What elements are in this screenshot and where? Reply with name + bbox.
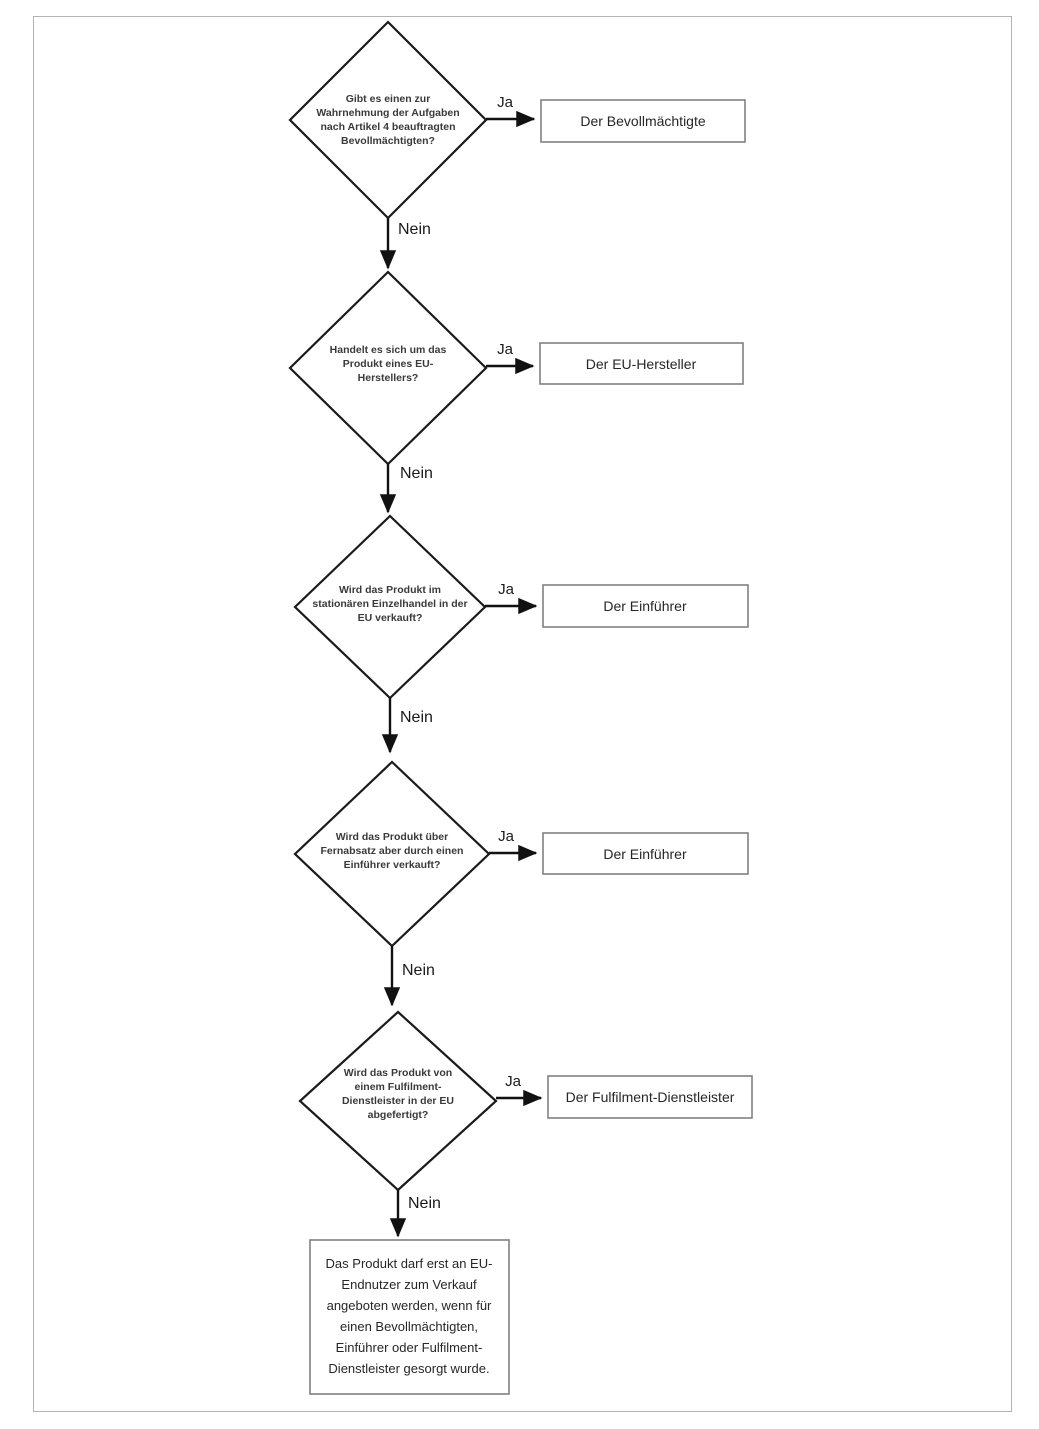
result-2-box [539,342,744,385]
node-result-2[interactable]: Der EU-Hersteller [539,342,744,385]
decision-5-line-4: abgefertigt? [368,1109,429,1121]
edge-label-no-3: Nein [400,709,433,726]
edge-decision-3-yes: Ja [485,581,538,615]
edge-decision-3-no: Nein [381,698,433,754]
edge-label-no-4: Nein [402,962,435,979]
terminal-1-line-6: Dienstleister gesorgt wurde. [328,1361,489,1376]
decision-3-line-3: EU verkauft? [358,612,423,624]
edge-decision-2-yes: Ja [486,341,535,375]
terminal-1-box [309,1239,510,1395]
decision-1-diamond [288,20,488,220]
decision-5-line-1: Wird das Produkt von [344,1067,452,1079]
result-5-box [547,1075,753,1119]
edge-label-no-2: Nein [400,465,433,482]
decision-1-line-4: Bevollmächtigten? [341,135,435,147]
decision-2-line-1: Handelt es sich um das [330,344,447,356]
decision-2-line-3: Herstellers? [358,372,419,384]
node-decision-4[interactable]: Wird das Produkt über Fernabsatz aber du… [293,760,491,948]
edge-label-yes-4: Ja [498,828,515,845]
edge-decision-4-yes: Ja [489,828,538,862]
decision-5-line-2: einem Fulfilment- [355,1081,442,1093]
result-1-label: Der Bevollmächtigte [580,113,705,129]
node-terminal-1[interactable]: Das Produkt darf erst an EU- Endnutzer z… [309,1239,510,1395]
node-result-5[interactable]: Der Fulfilment-Dienstleister [547,1075,753,1119]
node-result-4[interactable]: Der Einführer [542,832,749,875]
terminal-1-line-5: Einführer oder Fulfilment- [336,1340,483,1355]
edge-label-yes-5: Ja [505,1073,522,1090]
decision-5-line-3: Dienstleister in der EU [342,1095,454,1107]
edge-label-yes-2: Ja [497,341,514,358]
result-2-label: Der EU-Hersteller [586,356,697,372]
edge-label-yes-3: Ja [498,581,515,598]
terminal-1-line-3: angeboten werden, wenn für [327,1298,492,1313]
result-3-label: Der Einführer [603,598,687,614]
edge-decision-1-yes: Ja [486,94,536,128]
edge-decision-2-no: Nein [379,464,433,514]
edge-decision-5-yes: Ja [496,1073,543,1107]
decision-1-line-2: Wahrnehmung der Aufgaben [316,107,459,119]
decision-4-line-1: Wird das Produkt über [336,831,449,843]
node-result-1[interactable]: Der Bevollmächtigte [540,99,746,143]
decision-1-line-1: Gibt es einen zur [346,93,431,105]
decision-4-line-2: Fernabsatz aber durch einen [321,845,464,857]
result-3-box [542,584,749,628]
page-border-frame [33,16,1012,1412]
edge-decision-5-no: Nein [389,1190,441,1238]
node-result-3[interactable]: Der Einführer [542,584,749,628]
terminal-1-line-2: Endnutzer zum Verkauf [341,1277,477,1292]
node-decision-1[interactable]: Gibt es einen zur Wahrnehmung der Aufgab… [288,20,488,220]
edge-label-no-1: Nein [398,221,431,238]
terminal-1-line-4: einen Bevollmächtigten, [340,1319,478,1334]
result-5-label: Der Fulfilment-Dienstleister [566,1089,735,1105]
node-decision-5[interactable]: Wird das Produkt von einem Fulfilment- D… [298,1010,498,1192]
decision-2-line-2: Produkt eines EU- [343,358,434,370]
edge-decision-4-no: Nein [383,946,435,1007]
result-1-box [540,99,746,143]
edge-decision-1-no: Nein [379,218,431,270]
edge-label-yes-1: Ja [497,94,514,111]
node-decision-3[interactable]: Wird das Produkt im stationären Einzelha… [293,514,487,700]
decision-3-line-1: Wird das Produkt im [339,584,441,596]
decision-4-line-3: Einführer verkauft? [344,859,441,871]
edge-label-no-5: Nein [408,1195,441,1212]
node-decision-2[interactable]: Handelt es sich um das Produkt eines EU-… [288,270,488,466]
decision-1-line-3: nach Artikel 4 beauftragten [321,121,456,133]
terminal-1-line-1: Das Produkt darf erst an EU- [326,1256,493,1271]
result-4-label: Der Einführer [603,846,687,862]
result-4-box [542,832,749,875]
decision-3-line-2: stationären Einzelhandel in der [312,598,467,610]
